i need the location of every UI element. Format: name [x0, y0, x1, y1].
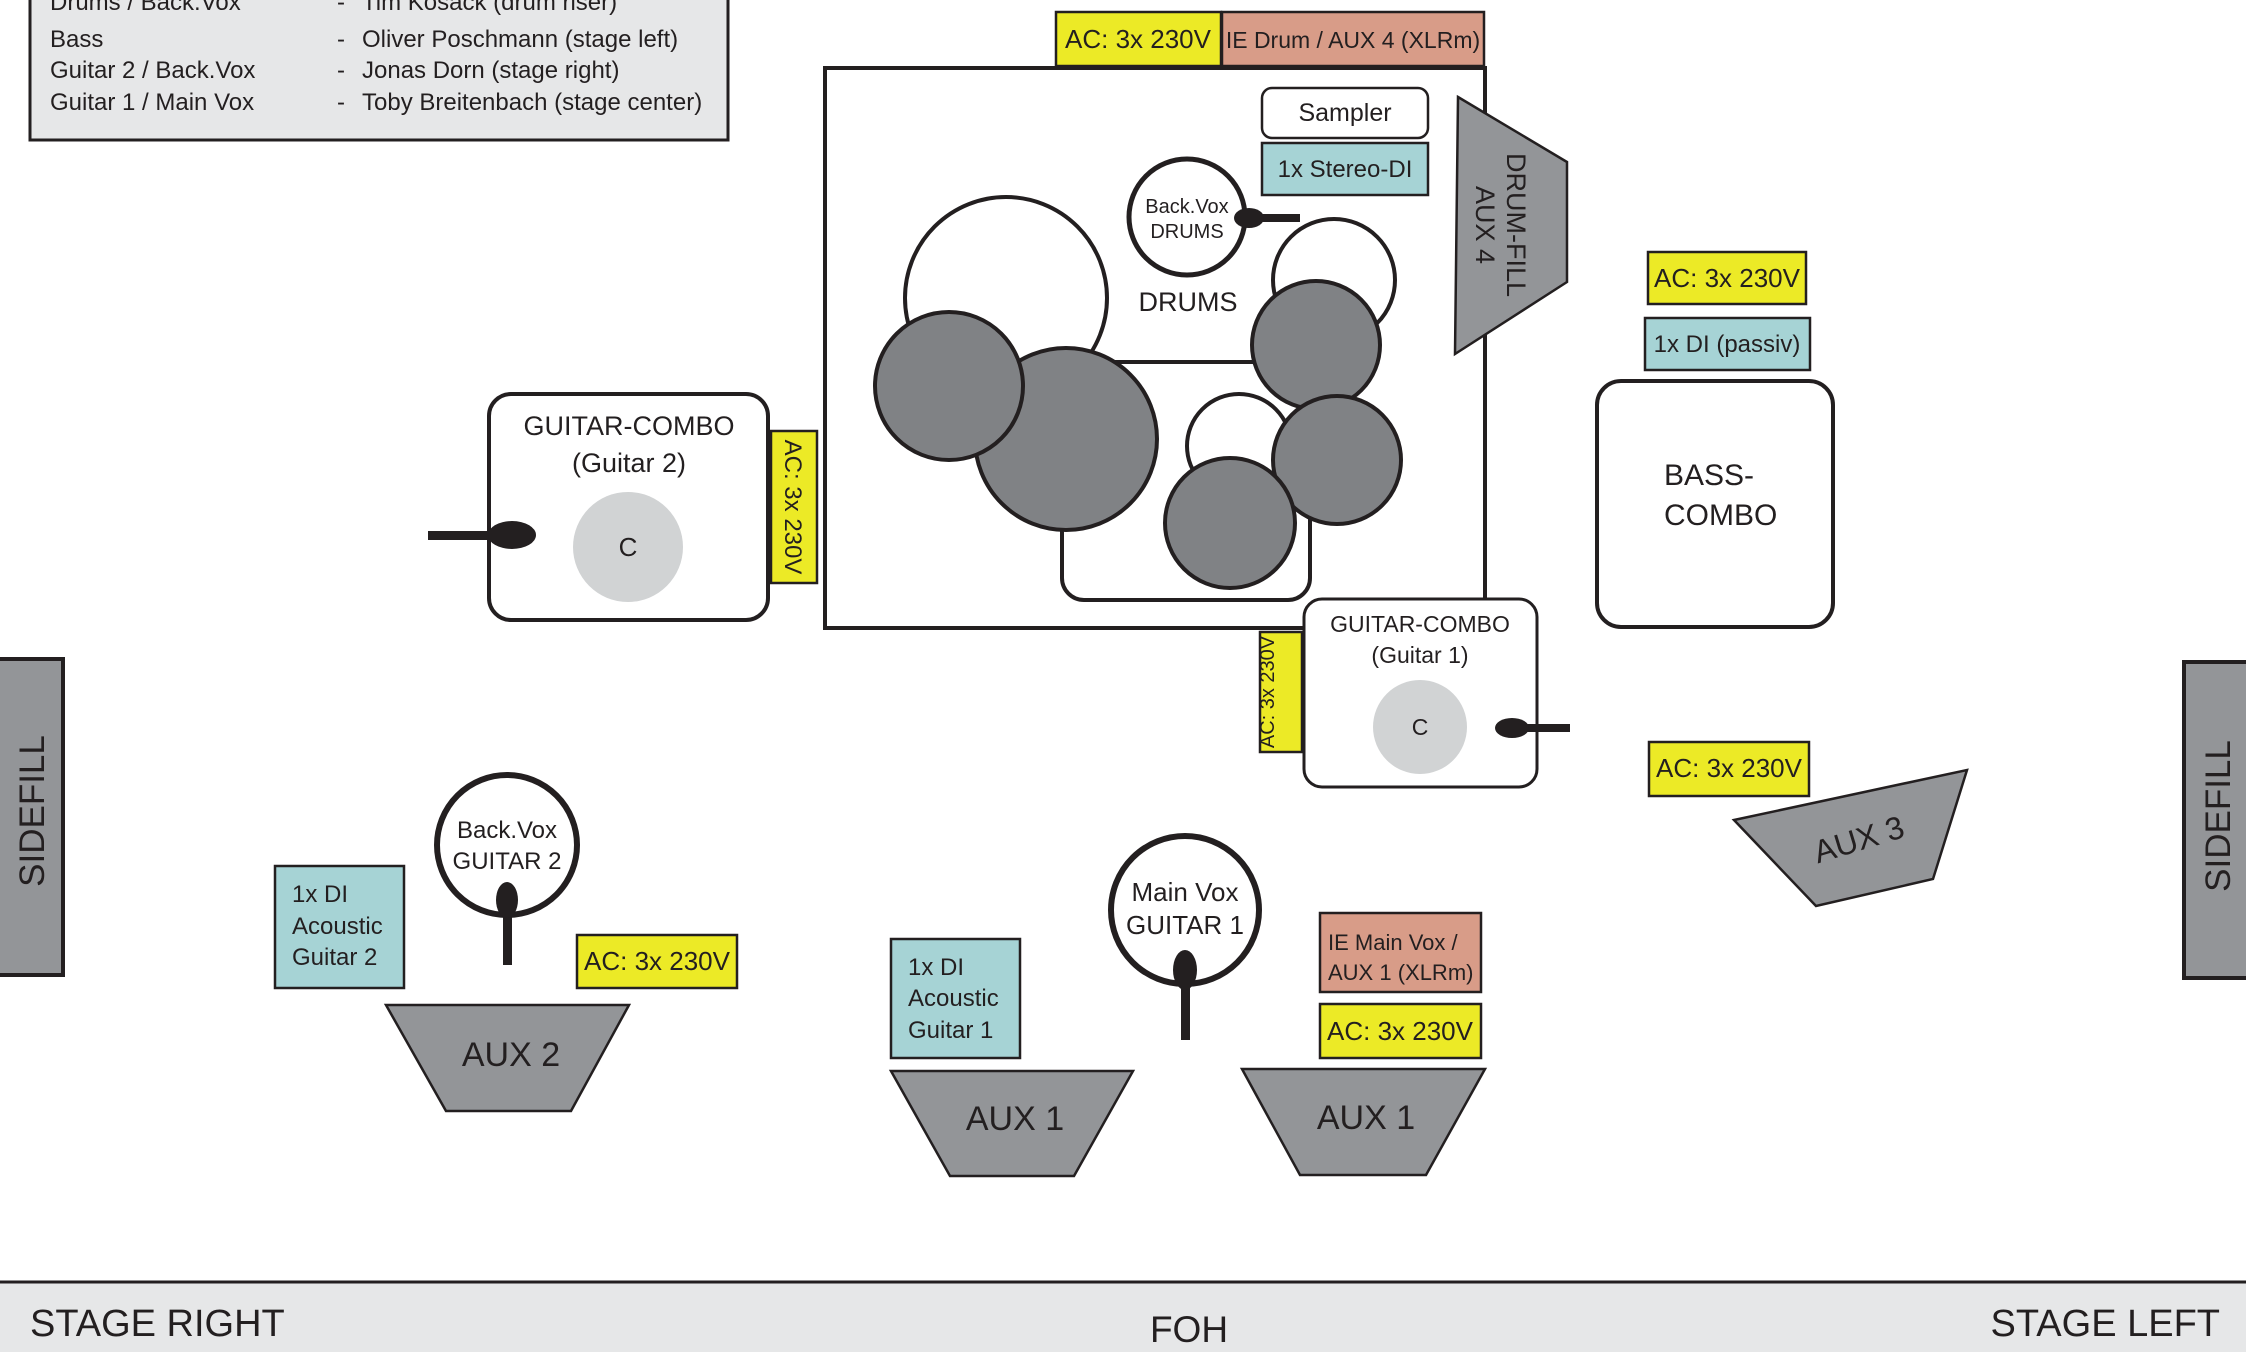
aux3-ac-power-box — [1647, 740, 1811, 798]
drumfill-aux4-wedge — [1453, 94, 1569, 357]
stage-right-label: STAGE RIGHT — [30, 1303, 285, 1345]
mainvox-line2: GUITAR 1 — [1126, 910, 1244, 940]
backvox-drums-line1: Back.Vox — [1145, 196, 1228, 218]
foh-bar — [0, 1280, 2246, 1352]
guitar1-ac-power-label: AC: 3x 230V — [1257, 635, 1279, 748]
aux2-wedge — [383, 1003, 632, 1113]
legend-name-bass: Oliver Poschmann (stage left) — [362, 26, 678, 53]
drumfill-line2: AUX 4 — [1470, 186, 1500, 264]
aux1-right-label: AUX 1 — [1317, 1099, 1415, 1137]
microphone-icon — [1495, 718, 1529, 738]
di-acoustic-guitar2-box — [273, 864, 406, 990]
di-passiv-label: 1x DI (passiv) — [1654, 331, 1801, 358]
aux1-wedge-left — [888, 1069, 1136, 1178]
drum-tom-right — [1250, 279, 1382, 411]
backvox-drums-mic: Back.Vox DRUMS — [1126, 156, 1300, 278]
ie-drum-label: IE Drum / AUX 4 (XLRm) — [1226, 27, 1480, 53]
microphone-icon — [488, 521, 536, 549]
sampler-box — [1260, 86, 1430, 140]
guitar2-speaker-cone — [573, 492, 683, 602]
aux2-label: AUX 2 — [462, 1036, 560, 1074]
legend-dash: - — [337, 26, 345, 53]
aux1-ac-power-box — [1318, 1002, 1483, 1060]
drums-label: DRUMS — [1139, 287, 1238, 317]
ie-mainvox-box — [1318, 911, 1483, 994]
guitar2-combo-line2: (Guitar 2) — [572, 448, 686, 478]
ac-power-label: AC: 3x 230V — [1065, 24, 1212, 54]
ie-mainvox-line1: IE Main Vox / — [1328, 930, 1459, 955]
backvox-guitar2-mic: Back.Vox GUITAR 2 — [434, 772, 580, 965]
stereo-di-box — [1260, 141, 1430, 197]
ie-mainvox-line2: AUX 1 (XLRm) — [1328, 960, 1473, 985]
legend-role-bass: Bass — [50, 26, 103, 53]
sidefill-right-label: SIDEFILL — [2199, 740, 2238, 892]
drum-kit: DRUMS — [873, 195, 1403, 602]
stage-left-label: STAGE LEFT — [1991, 1303, 2220, 1345]
di-acoustic1-line1: 1x DI — [908, 954, 964, 981]
guitar1-speaker-cone — [1373, 680, 1467, 774]
di-acoustic2-line2: Acoustic — [292, 913, 383, 940]
band-legend: Drums / Back.Vox - Tim Kosack (drum rise… — [28, 0, 730, 142]
guitar1-ac-power-box — [1258, 630, 1304, 754]
guitar2-cone-label: C — [619, 532, 638, 562]
legend-role-guitar1: Guitar 1 / Main Vox — [50, 89, 254, 116]
bass-ac-power-box — [1646, 250, 1808, 306]
legend-name-guitar2: Jonas Dorn (stage right) — [362, 57, 619, 84]
ac-power-box — [1054, 10, 1223, 68]
drumfill-line1: DRUM-FILL — [1501, 153, 1531, 297]
bass-combo-amp — [1595, 379, 1835, 629]
backvox-guitar2-line1: Back.Vox — [457, 817, 557, 844]
legend-dash: - — [337, 57, 345, 84]
legend-role-drums: Drums / Back.Vox — [50, 0, 241, 16]
guitar2-ac-power-label: AC: 3x 230V — [779, 440, 806, 575]
legend-name-drums: Tim Kosack (drum riser) — [362, 0, 617, 16]
sidefill-left-label: SIDEFILL — [13, 735, 52, 887]
aux3-wedge — [1731, 768, 1969, 908]
backvox-drums-line2: DRUMS — [1150, 221, 1223, 243]
aux2-ac-power-box — [575, 933, 739, 990]
sidefill-right — [2182, 660, 2246, 980]
bass-combo-line2: COMBO — [1664, 499, 1777, 532]
sampler-label: Sampler — [1298, 99, 1391, 127]
legend-name-guitar1: Toby Breitenbach (stage center) — [362, 89, 702, 116]
di-acoustic2-line3: Guitar 2 — [292, 944, 377, 971]
bass-ac-power-label: AC: 3x 230V — [1654, 263, 1801, 293]
di-acoustic-guitar1-box — [889, 937, 1022, 1060]
legend-dash: - — [337, 89, 345, 116]
guitar2-combo-line1: GUITAR-COMBO — [524, 411, 735, 441]
sidefill-left — [0, 657, 65, 977]
di-acoustic1-line2: Acoustic — [908, 985, 999, 1012]
bass-combo-line1: BASS- — [1664, 459, 1754, 492]
microphone-icon — [496, 882, 518, 918]
guitar1-combo-line2: (Guitar 1) — [1371, 642, 1468, 668]
drum-snare — [1271, 394, 1403, 526]
foh-label: FOH — [1150, 1309, 1228, 1350]
stereo-di-label: 1x Stereo-DI — [1278, 156, 1413, 183]
guitar1-combo-line1: GUITAR-COMBO — [1330, 611, 1510, 637]
legend-role-guitar2: Guitar 2 / Back.Vox — [50, 57, 255, 84]
microphone-icon — [1173, 950, 1197, 990]
mainvox-guitar1-mic: Main Vox GUITAR 1 — [1108, 833, 1262, 1040]
backvox-guitar2-line2: GUITAR 2 — [453, 848, 562, 875]
mainvox-line1: Main Vox — [1132, 877, 1239, 907]
aux3-ac-power-label: AC: 3x 230V — [1656, 753, 1803, 783]
aux1-wedge-right — [1239, 1067, 1488, 1177]
legend-dash: - — [337, 0, 345, 16]
drum-kick — [1163, 456, 1297, 590]
di-acoustic1-line3: Guitar 1 — [908, 1017, 993, 1044]
di-acoustic2-line1: 1x DI — [292, 881, 348, 908]
guitar2-ac-power-box — [769, 429, 819, 585]
guitar1-cone-label: C — [1412, 714, 1429, 740]
microphone-icon — [1234, 208, 1264, 228]
aux1-left-label: AUX 1 — [966, 1100, 1064, 1138]
aux2-ac-power-label: AC: 3x 230V — [584, 946, 731, 976]
di-passiv-box — [1643, 316, 1812, 372]
aux1-ac-power-label: AC: 3x 230V — [1327, 1016, 1474, 1046]
drum-tom-left — [873, 310, 1025, 462]
